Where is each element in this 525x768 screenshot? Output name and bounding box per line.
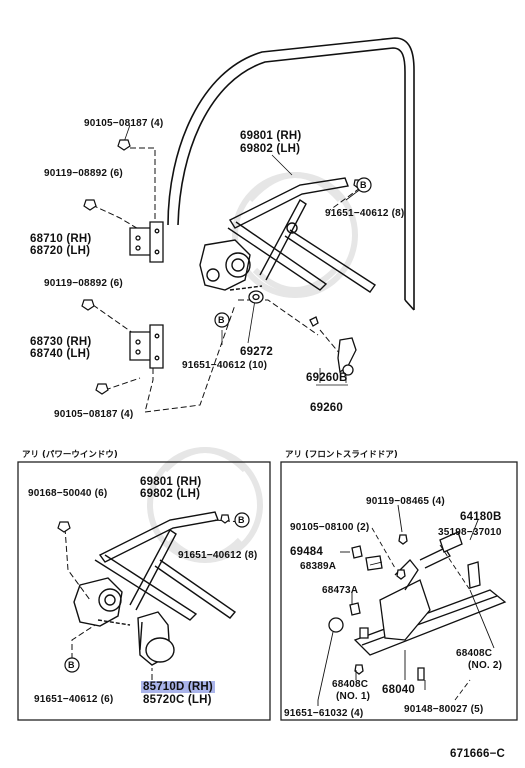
- power-window-regulator: [73, 511, 237, 627]
- label-91651-61032: 91651−61032 (4): [284, 708, 364, 719]
- label-69802-top: 69802 (LH): [240, 143, 301, 155]
- label-69260b: 69260B: [306, 372, 348, 384]
- label-90119-08892-b: 90119−08892 (6): [44, 278, 123, 289]
- b-markers-top: [214, 177, 372, 328]
- label-69272: 69272: [240, 346, 273, 358]
- upper-hinge: [129, 221, 164, 263]
- label-90148-80027: 90148−80027 (5): [404, 704, 484, 715]
- right-panel-leaders: [317, 504, 495, 706]
- label-91651-40612-10: 91651−40612 (10): [182, 360, 268, 371]
- marker-b-3: B: [238, 515, 245, 525]
- label-69484: 69484: [290, 546, 323, 558]
- label-68408c-no1: 68408C: [332, 679, 369, 690]
- label-68730: 68730 (RH): [30, 336, 92, 348]
- lower-hinge: [129, 324, 164, 369]
- label-69801-top: 69801 (RH): [240, 130, 302, 142]
- window-regulator-top: [199, 177, 376, 293]
- diagram-code: 671666−C: [450, 748, 505, 760]
- label-85720c: 85720C (LH): [143, 694, 212, 706]
- slide-door-mechanism: [328, 531, 507, 681]
- label-no1: (NO. 1): [336, 691, 371, 702]
- label-91651-40612-6: 91651−40612 (6): [34, 694, 114, 705]
- power-window-motor: [137, 611, 175, 666]
- label-90105-08187-bot: 90105−08187 (4): [54, 409, 134, 420]
- label-69260: 69260: [310, 402, 343, 414]
- door-frame: [167, 37, 415, 311]
- label-90119-08465: 90119−08465 (4): [366, 496, 445, 507]
- label-68740: 68740 (LH): [30, 348, 91, 360]
- window-handle: [309, 316, 357, 376]
- label-68389a: 68389A: [300, 561, 337, 572]
- label-69801-left: 69801 (RH): [140, 476, 202, 488]
- label-69802-left: 69802 (LH): [140, 488, 201, 500]
- left-panel-caption: アリ (パワーウインドウ): [22, 450, 118, 460]
- right-panel-caption: アリ (フロントスライドドア): [285, 450, 398, 460]
- label-90168-50040: 90168−50040 (6): [28, 488, 108, 499]
- left-panel-parts: [57, 512, 250, 673]
- label-64180b: 64180B: [460, 511, 502, 523]
- marker-b-4: B: [68, 660, 75, 670]
- label-68408c-no2: 68408C: [456, 648, 493, 659]
- label-68710: 68710 (RH): [30, 233, 92, 245]
- right-panel-frame: [280, 461, 518, 721]
- label-68720: 68720 (LH): [30, 245, 91, 257]
- label-90119-08892-a: 90119−08892 (6): [44, 168, 123, 179]
- marker-b-1: B: [360, 180, 367, 190]
- left-panel-frame: [17, 461, 271, 721]
- regulator-nut-69272: [248, 290, 264, 304]
- label-91651-40612-8-left: 91651−40612 (8): [178, 550, 258, 561]
- marker-b-2: B: [218, 315, 225, 325]
- label-91651-40612-8-top: 91651−40612 (8): [325, 208, 405, 219]
- label-90105-08100: 90105−08100 (2): [290, 522, 370, 533]
- label-68040: 68040: [382, 684, 415, 696]
- label-68473a: 68473A: [322, 585, 359, 596]
- label-35198-37010: 35198−37010: [438, 527, 502, 538]
- label-no2: (NO. 2): [468, 660, 503, 671]
- label-85710d-highlight: 85710D (RH): [141, 681, 215, 693]
- label-90105-08187-top: 90105−08187 (4): [84, 118, 164, 129]
